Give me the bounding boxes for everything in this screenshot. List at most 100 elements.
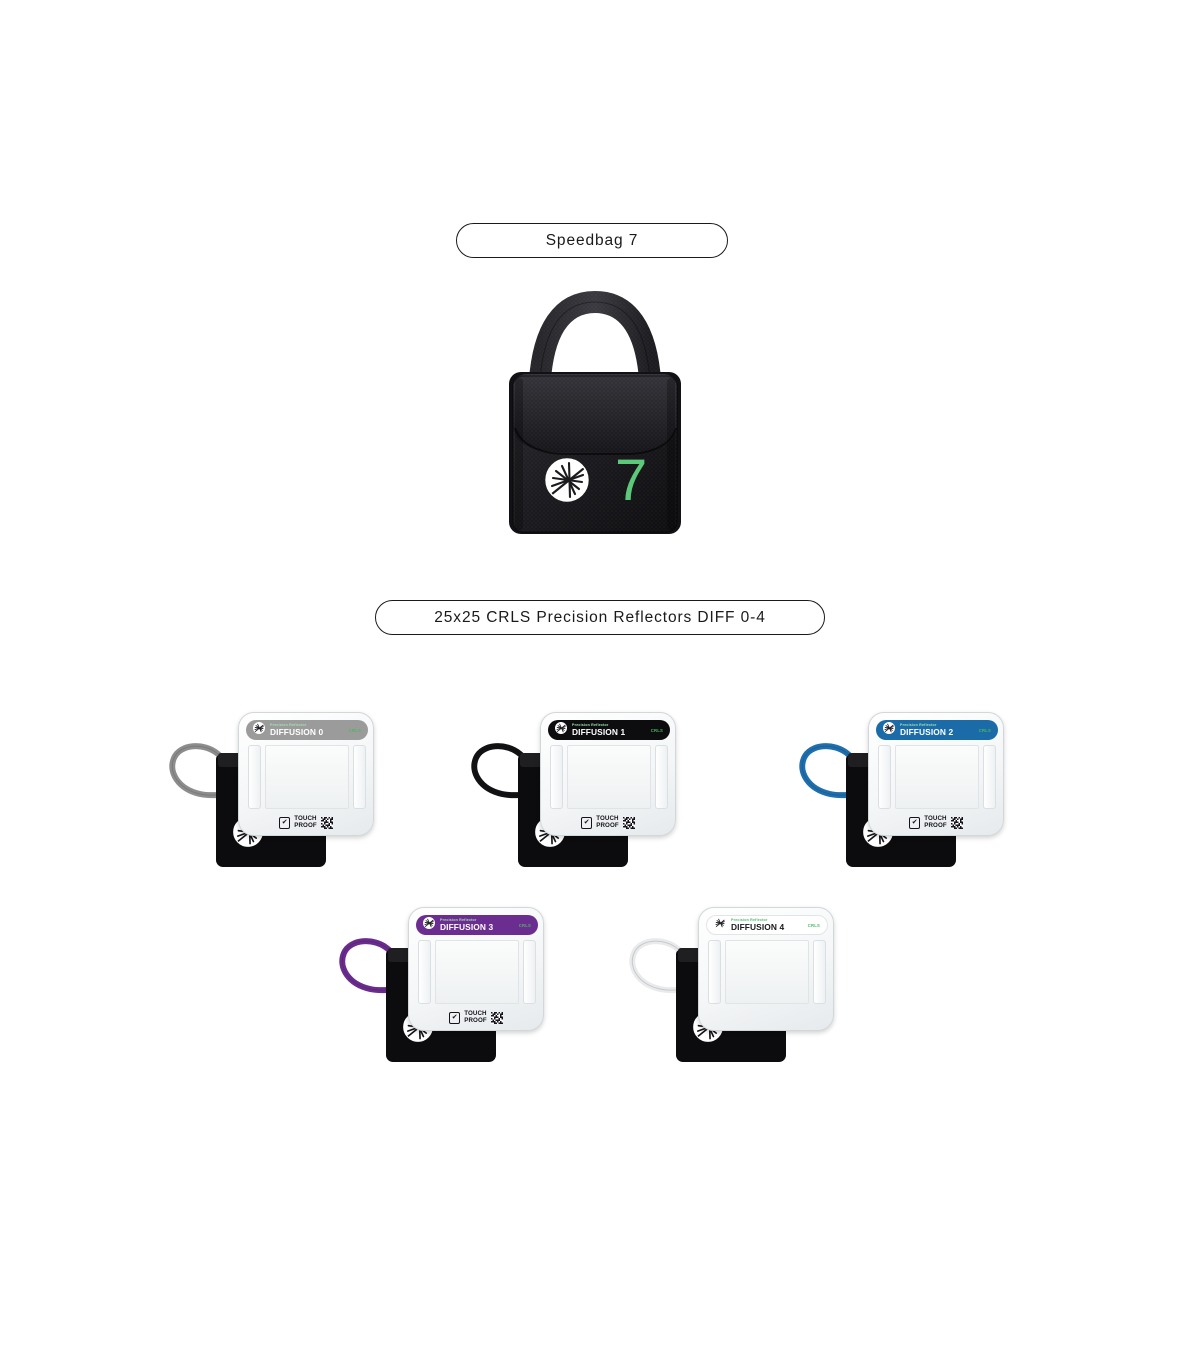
speedbag-label-pill: Speedbag 7 (456, 223, 728, 258)
card-center-panel (265, 745, 349, 809)
card-center-panel (725, 940, 809, 1004)
band-crls-logo-icon (423, 916, 435, 934)
band-brand-line: Precision Reflector (731, 917, 768, 922)
band-title: DIFFUSION 3 (440, 922, 494, 933)
card-rail-left (248, 745, 261, 809)
reflectors-label-text: 25x25 CRLS Precision Reflectors DIFF 0-4 (434, 608, 766, 626)
band-crls-logo-icon (253, 721, 265, 739)
touch-proof-line-1: TOUCH (464, 1010, 487, 1017)
card-center-panel (435, 940, 519, 1004)
card-rail-right (983, 745, 996, 809)
crls-logo-icon (253, 722, 265, 734)
touch-proof-check-glyph: ✔ (281, 819, 288, 826)
bag-number-text: 7 (615, 448, 647, 513)
touch-proof-line-2: PROOF (596, 821, 619, 829)
crls-logo-icon (883, 722, 895, 734)
band-crls-mark: CRLS (978, 727, 991, 733)
qr-code-icon (622, 816, 635, 829)
band-crls-logo-icon (555, 721, 567, 739)
touch-proof-line-2: PROOF (294, 821, 317, 829)
band-brand-line: Precision Reflector (572, 722, 609, 727)
band-title: DIFFUSION 0 (270, 727, 324, 738)
touch-proof-badge-icon: ✔ (909, 816, 921, 829)
touch-proof-line-2: PROOF (464, 1016, 487, 1024)
card-reflector-surface (248, 745, 366, 809)
band-crls-logo-icon (714, 916, 726, 934)
band-crls-mark: CRLS (807, 922, 820, 928)
touch-proof-line-1: TOUCH (924, 815, 947, 822)
speedbag-label-text: Speedbag 7 (545, 231, 639, 249)
touch-proof-check-glyph: ✔ (451, 1014, 458, 1021)
qr-code-icon (320, 816, 333, 829)
speedbag-illustration: 7 (509, 290, 681, 534)
card-rail-left (708, 940, 721, 1004)
crls-logo-icon (714, 917, 726, 929)
touch-proof-badge-icon: ✔ (581, 816, 593, 829)
card-rail-right (655, 745, 668, 809)
speedbag-hero-image: 7 (495, 286, 695, 548)
card-rail-right (523, 940, 536, 1004)
crls-logo-icon (555, 722, 567, 734)
card-rail-left (878, 745, 891, 809)
touch-proof-check-glyph: ✔ (583, 819, 590, 826)
band-title: DIFFUSION 4 (731, 922, 785, 933)
crls-logo (545, 458, 589, 502)
qr-code-icon (490, 1011, 503, 1024)
band-crls-logo-icon (883, 721, 895, 739)
crls-logo-icon (423, 917, 435, 929)
card-rail-left (418, 940, 431, 1004)
touch-proof-badge-icon: ✔ (279, 816, 291, 829)
card-reflector-surface (550, 745, 668, 809)
card-rail-right (353, 745, 366, 809)
card-center-panel (567, 745, 651, 809)
card-center-panel (895, 745, 979, 809)
touch-proof-check-glyph: ✔ (911, 819, 918, 826)
band-crls-mark: CRLS (348, 727, 361, 733)
card-reflector-surface (418, 940, 536, 1004)
card-rail-right (813, 940, 826, 1004)
touch-proof-badge-icon: ✔ (449, 1011, 461, 1024)
reflectors-label-pill: 25x25 CRLS Precision Reflectors DIFF 0-4 (375, 600, 825, 635)
card-rail-left (550, 745, 563, 809)
touch-proof-line-1: TOUCH (294, 815, 317, 822)
band-brand-line: Precision Reflector (900, 722, 937, 727)
qr-code-icon (950, 816, 963, 829)
touch-proof-line-1: TOUCH (596, 815, 619, 822)
band-title: DIFFUSION 2 (900, 727, 954, 738)
card-reflector-surface (878, 745, 996, 809)
band-crls-mark: CRLS (518, 922, 531, 928)
band-crls-mark: CRLS (650, 727, 663, 733)
touch-proof-line-2: PROOF (924, 821, 947, 829)
